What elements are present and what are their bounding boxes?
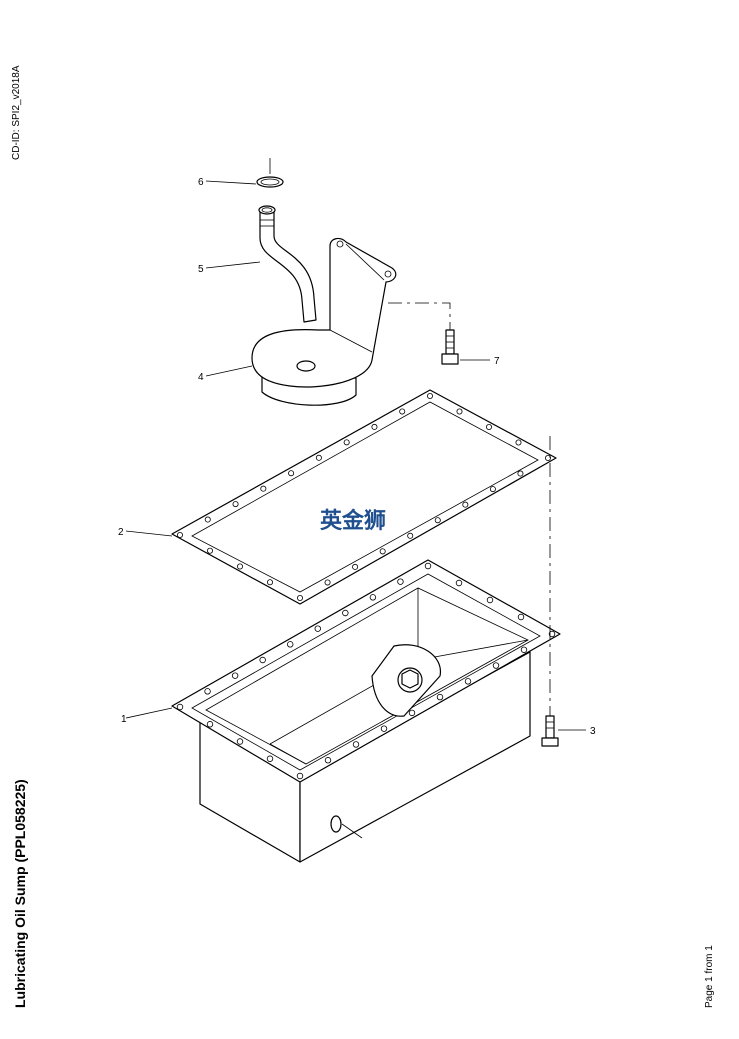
leader-lines <box>125 180 586 731</box>
bolt-hole <box>515 439 522 446</box>
bolt-hole <box>260 485 267 492</box>
bolt-hole <box>231 672 239 679</box>
callout-3: 3 <box>590 726 596 737</box>
bolt-hole <box>455 579 463 587</box>
bolt-hole <box>517 613 525 621</box>
oil-strainer-part <box>251 237 397 406</box>
gasket-bolt-holes <box>176 392 552 602</box>
bolt-hole <box>352 741 360 748</box>
bolt-hole <box>288 470 295 477</box>
bolt-hole <box>206 547 213 554</box>
bolt-hole <box>324 579 331 586</box>
bolt-hole <box>266 755 274 762</box>
bolt-hole <box>314 625 321 632</box>
bolt-hole <box>436 693 444 701</box>
bolt-hole <box>232 501 239 508</box>
bolt-hole <box>236 738 244 745</box>
bolt-hole <box>352 563 359 570</box>
bolt-hole <box>397 578 404 585</box>
bolt-hole <box>342 609 349 617</box>
bolt-hole <box>296 595 303 602</box>
bolt-hole <box>520 646 528 653</box>
bolt-hole <box>492 662 500 669</box>
callout-7: 7 <box>494 356 500 367</box>
bolt-hole <box>315 454 322 461</box>
bolt-hole <box>434 517 441 524</box>
bolt-hole <box>266 579 273 586</box>
bolt-hole <box>485 423 492 430</box>
bolt-7-alignment-line <box>388 302 451 330</box>
bolt-hole <box>343 439 350 446</box>
bolt-hole <box>369 594 377 601</box>
callout-2: 2 <box>118 527 124 538</box>
bolt-hole <box>176 532 183 539</box>
bolt-hole <box>462 501 469 508</box>
bolt-hole <box>204 688 211 695</box>
bolt-hole <box>324 757 332 764</box>
bolt-hole <box>259 656 266 664</box>
gasket-part <box>171 389 557 605</box>
bolt-hole <box>176 703 184 711</box>
bolt-hole <box>204 516 211 523</box>
callout-6: 6 <box>198 177 204 188</box>
bolt-hole <box>371 423 378 430</box>
bolt-hole <box>296 772 304 780</box>
callout-1: 1 <box>121 714 127 725</box>
bolt-hole <box>464 678 472 685</box>
bolt-hole <box>407 532 414 539</box>
bolt-hole <box>489 486 496 493</box>
watermark-text: 英金狮 <box>320 508 386 534</box>
bolt-hole <box>408 709 416 717</box>
bolt-hole <box>486 596 494 604</box>
bolt-hole <box>426 392 433 399</box>
bolt-hole <box>456 408 463 415</box>
bolt-hole <box>548 630 556 638</box>
bolt-hole <box>379 548 386 555</box>
bolt-hole <box>517 470 524 477</box>
bolt-hole <box>287 641 294 648</box>
suction-pipe-part <box>258 205 317 323</box>
callout-4: 4 <box>198 372 204 383</box>
bolt-part-7 <box>441 329 459 365</box>
bolt-hole <box>545 454 552 461</box>
bolt-hole <box>424 562 432 570</box>
sump-flange-bolt-holes <box>176 562 556 780</box>
bolt-hole <box>380 725 388 732</box>
bolt-hole <box>236 563 243 570</box>
seal-ring-part <box>256 158 284 188</box>
bolt-hole <box>399 408 406 415</box>
oil-sump-pan-part <box>171 559 561 863</box>
bolt-part-3 <box>541 715 559 747</box>
bolt-hole <box>206 721 214 728</box>
callout-5: 5 <box>198 264 204 275</box>
